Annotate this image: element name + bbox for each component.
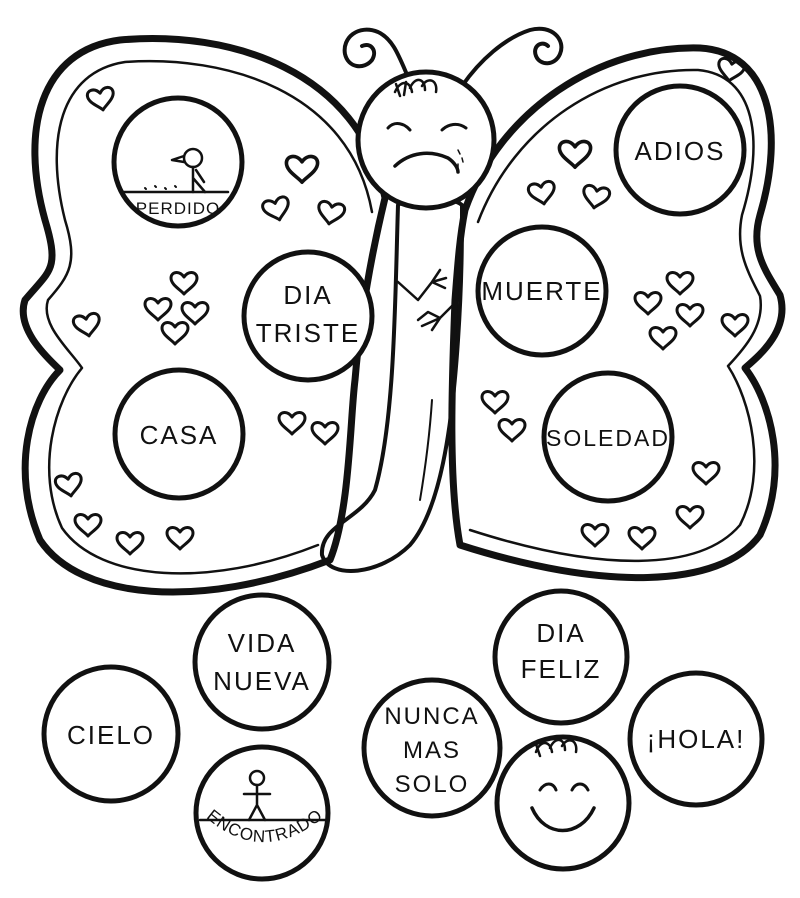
heart-icon	[691, 461, 721, 486]
heart-icon	[648, 326, 678, 351]
heart-icon	[579, 183, 612, 212]
circle-nunca-mas-solo: NUNCA MAS SOLO	[361, 677, 503, 819]
heart-icon	[714, 56, 747, 85]
circle-perdido: PERDIDO	[111, 95, 245, 229]
heart-icon	[580, 523, 610, 548]
heart-icon	[627, 526, 657, 551]
heart-icon	[259, 194, 294, 225]
heart-icon	[165, 526, 195, 551]
heart-icon	[160, 321, 190, 346]
circle-happy-face	[494, 734, 632, 872]
sad-face-head	[355, 69, 497, 211]
heart-icon	[115, 531, 145, 556]
dia-triste-line2: TRISTE	[256, 318, 360, 348]
soledad-label: SOLEDAD	[546, 425, 670, 451]
heart-icon	[665, 271, 695, 296]
circle-muerte: MUERTE	[475, 224, 609, 358]
heart-icon	[169, 271, 199, 296]
heart-icon	[310, 421, 340, 446]
heart-icon	[675, 303, 705, 328]
circle-soledad: SOLEDAD	[541, 370, 675, 504]
heart-icon	[314, 199, 347, 228]
found-figure-icon	[198, 769, 328, 822]
heart-icon	[675, 505, 705, 530]
circle-adios: ADIOS	[613, 83, 747, 217]
nunca-mas-solo-line1: NUNCA	[384, 703, 479, 730]
heart-icon	[85, 85, 118, 114]
heart-icon	[180, 301, 210, 326]
lost-figure-icon	[120, 147, 230, 194]
heart-icon	[143, 297, 173, 322]
heart-icon	[526, 179, 559, 208]
casa-label: CASA	[140, 420, 219, 450]
cielo-label: CIELO	[67, 720, 155, 750]
heart-icon	[73, 513, 103, 538]
dia-feliz-line2: FELIZ	[521, 654, 602, 684]
circle-casa: CASA	[112, 367, 246, 501]
circle-dia-feliz: DIA FELIZ	[492, 588, 630, 726]
circle-cielo: CIELO	[41, 664, 181, 804]
happy-face-icon	[530, 738, 596, 833]
dia-feliz-line1: DIA	[536, 618, 585, 648]
right-wing	[448, 44, 786, 582]
circle-hola: ¡HOLA!	[627, 670, 765, 808]
hands	[396, 268, 460, 332]
butterfly-body	[319, 195, 464, 573]
heart-icon	[557, 139, 593, 169]
heart-icon	[277, 411, 307, 436]
heart-icon	[71, 311, 104, 340]
heart-icon	[633, 291, 663, 316]
heart-icon	[497, 418, 527, 443]
vida-nueva-line2: NUEVA	[213, 666, 311, 696]
antennae	[342, 26, 564, 88]
adios-label: ADIOS	[635, 136, 726, 166]
circle-vida-nueva: VIDA NUEVA	[192, 592, 332, 732]
circle-encontrado: ENCONTRADO	[193, 744, 331, 882]
muerte-label: MUERTE	[481, 276, 602, 306]
nunca-mas-solo-line2: MAS	[403, 737, 461, 764]
dia-triste-line1: DIA	[283, 280, 332, 310]
heart-icon	[480, 390, 510, 415]
heart-icon	[284, 154, 320, 184]
nunca-mas-solo-line3: SOLO	[395, 771, 470, 798]
hola-label: ¡HOLA!	[647, 724, 746, 754]
perdido-label: PERDIDO	[136, 199, 220, 218]
heart-icon	[720, 313, 750, 338]
left-wing	[19, 35, 389, 596]
circle-dia-triste: DIA TRISTE	[241, 249, 375, 383]
heart-icon	[53, 471, 86, 500]
vida-nueva-line1: VIDA	[228, 628, 297, 658]
